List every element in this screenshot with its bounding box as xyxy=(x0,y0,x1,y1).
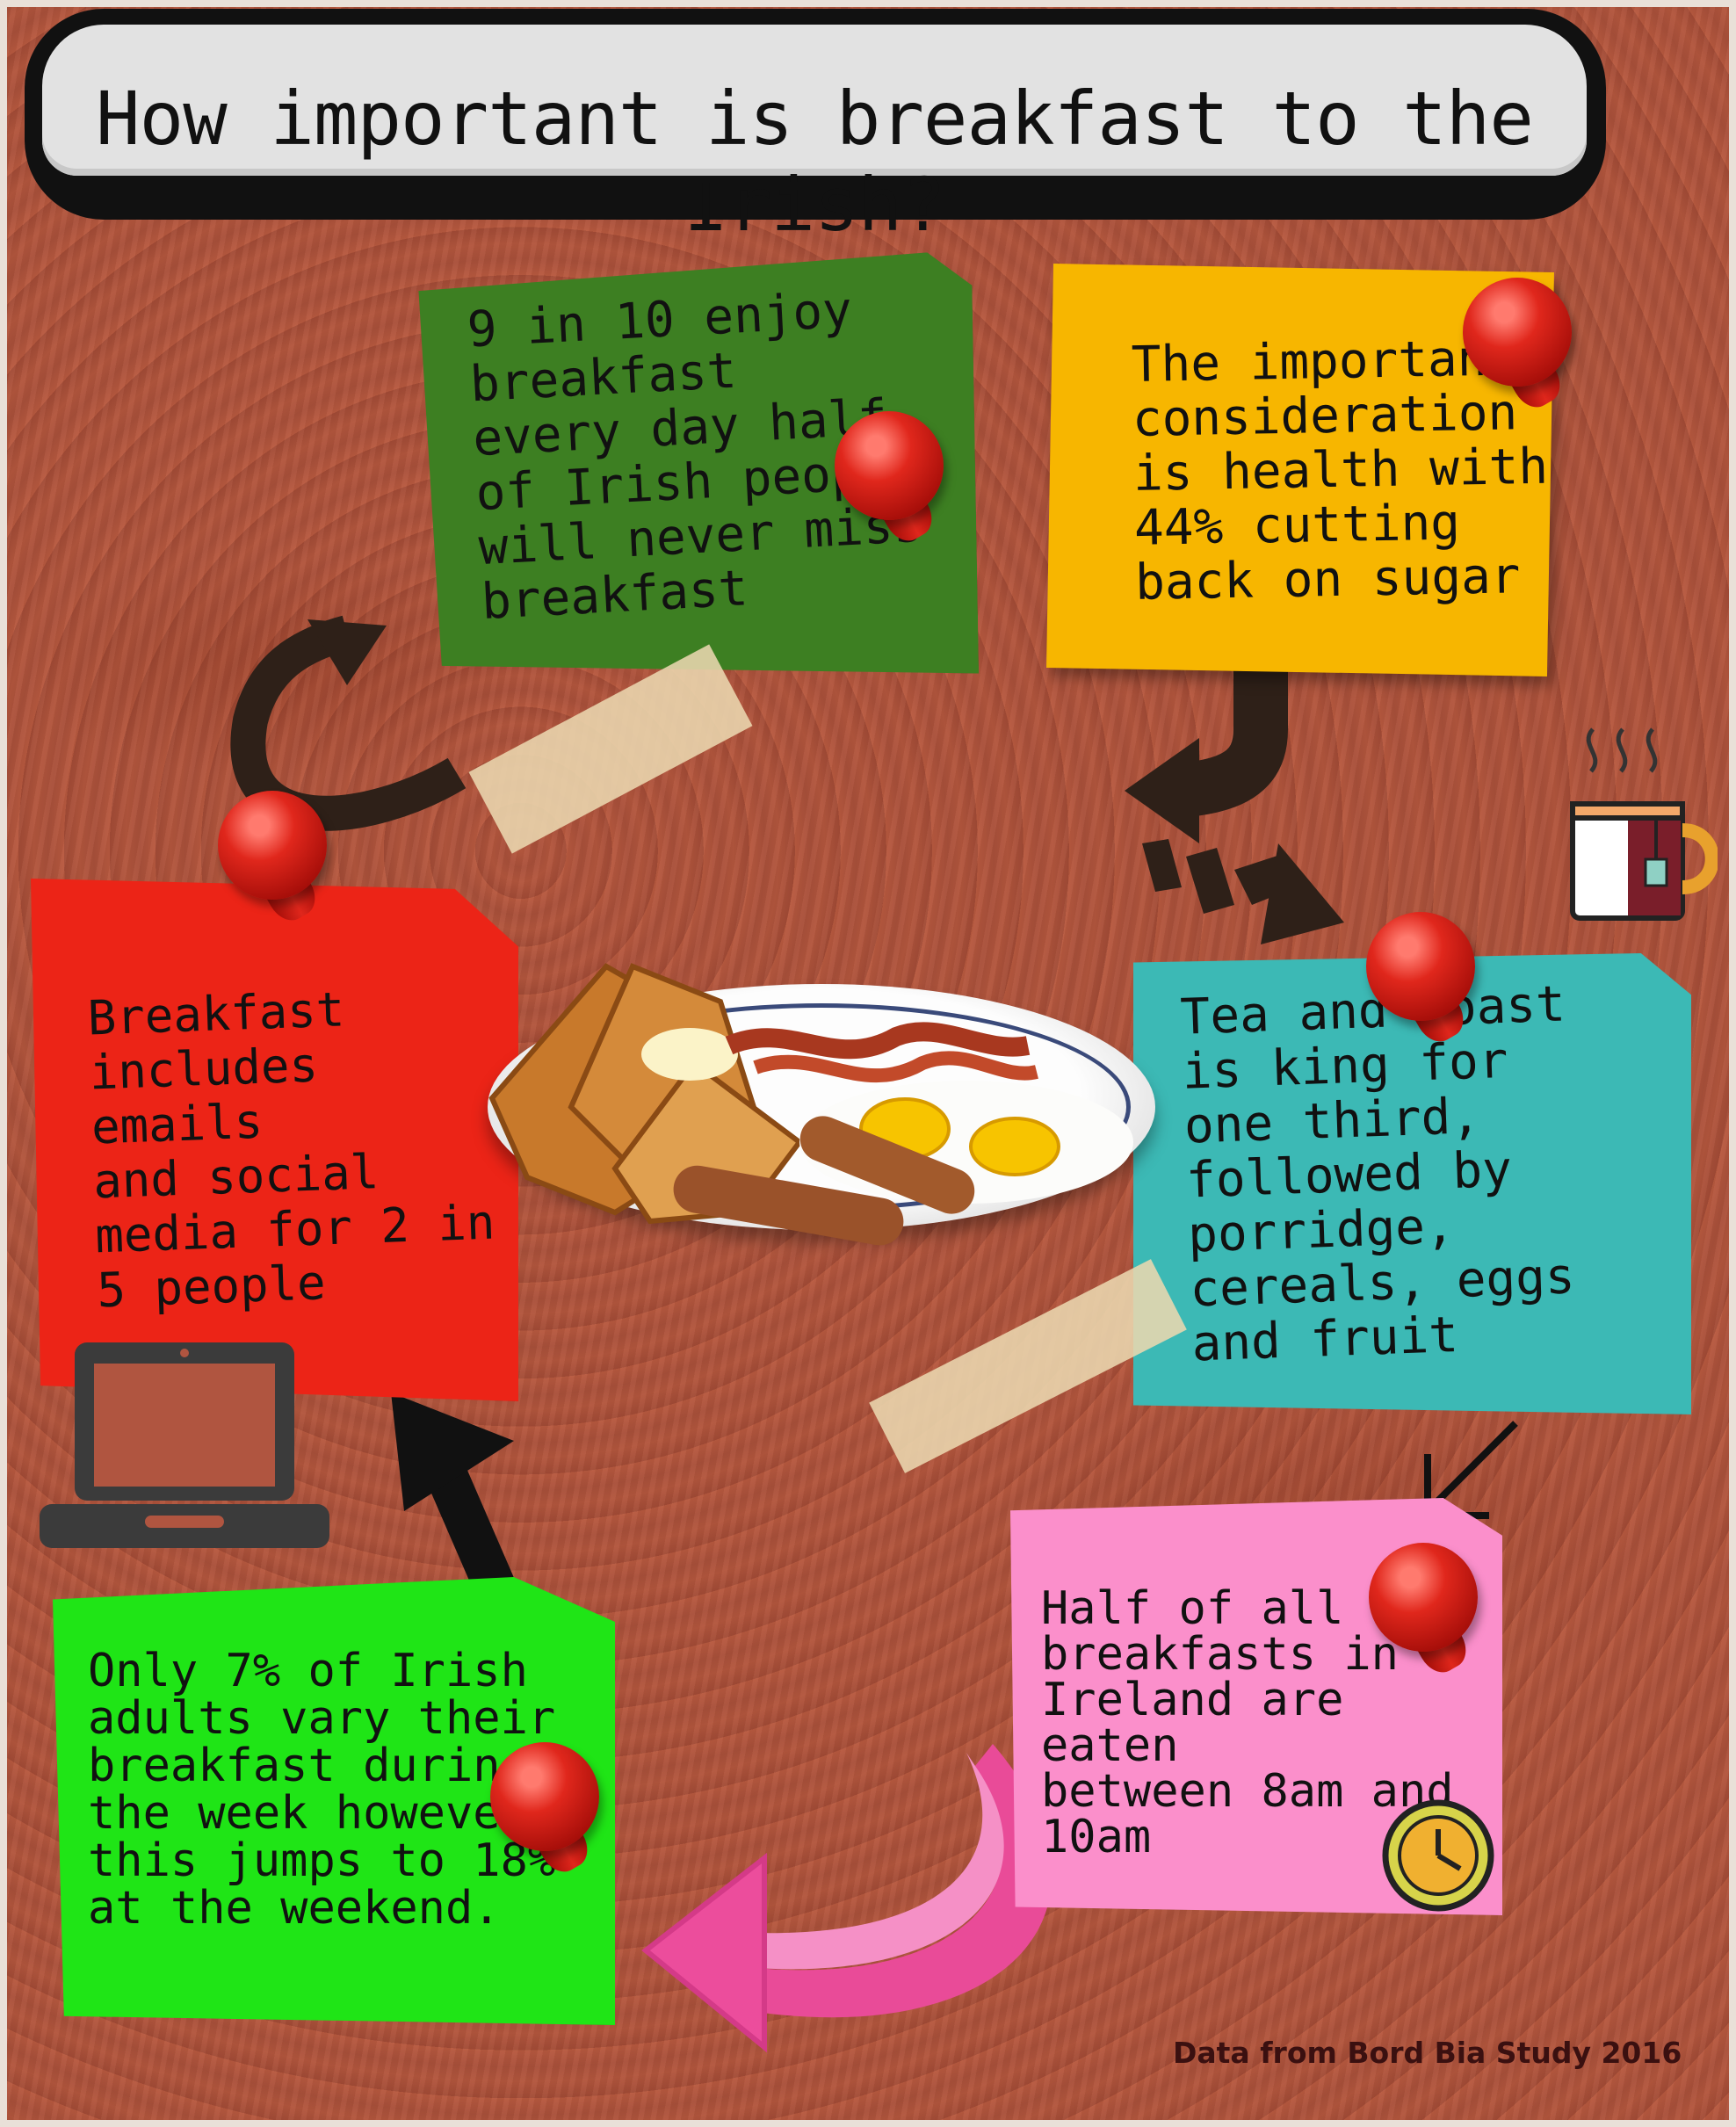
tea-mug-icon xyxy=(1570,727,1718,921)
thin-arrow-line xyxy=(1429,1421,1518,1509)
note-lime-weekend-variety: Only 7% of Irish adults vary their break… xyxy=(53,1577,615,2025)
note-red-text: Breakfast includes emails and social med… xyxy=(86,981,496,1319)
pink-arrow-fill xyxy=(756,1753,1004,1970)
note-red-emails-social: Breakfast includes emails and social med… xyxy=(31,879,518,1401)
curved-arrow-dark-left-head xyxy=(307,619,387,685)
page-title: How important is breakfast to the Irish? xyxy=(96,76,1534,248)
curved-arrow-dark-right-head xyxy=(1125,738,1199,843)
note-pink-text: Half of all breakfasts in Ireland are ea… xyxy=(1041,1582,1454,1863)
laptop-icon xyxy=(40,1342,329,1548)
pink-arrow-body xyxy=(756,1744,1052,2018)
source-credit: Data from Bord Bia Study 2016 xyxy=(1173,2036,1682,2070)
title-banner: How important is breakfast to the Irish? xyxy=(25,9,1606,248)
note-lime-text: Only 7% of Irish adults vary their break… xyxy=(88,1645,556,1935)
note-teal-text: Tea and toast is king for one third, fol… xyxy=(1179,975,1576,1373)
pink-arrow-head xyxy=(641,1852,767,2053)
clock-icon xyxy=(1382,1799,1494,1912)
breakfast-plate xyxy=(488,984,1155,1230)
curved-arrow-dark-left xyxy=(230,615,467,831)
dashed-arrow-head xyxy=(1261,843,1344,944)
plate-rim xyxy=(512,1003,1131,1211)
note-teal-tea-toast: Tea and toast is king for one third, fol… xyxy=(1133,953,1691,1414)
black-arrow-head xyxy=(391,1393,514,1511)
dashed-arrow-seg-2 xyxy=(1186,848,1234,914)
dashed-arrow-seg-1 xyxy=(1142,839,1182,892)
title-banner-inner: How important is breakfast to the Irish? xyxy=(42,25,1587,248)
